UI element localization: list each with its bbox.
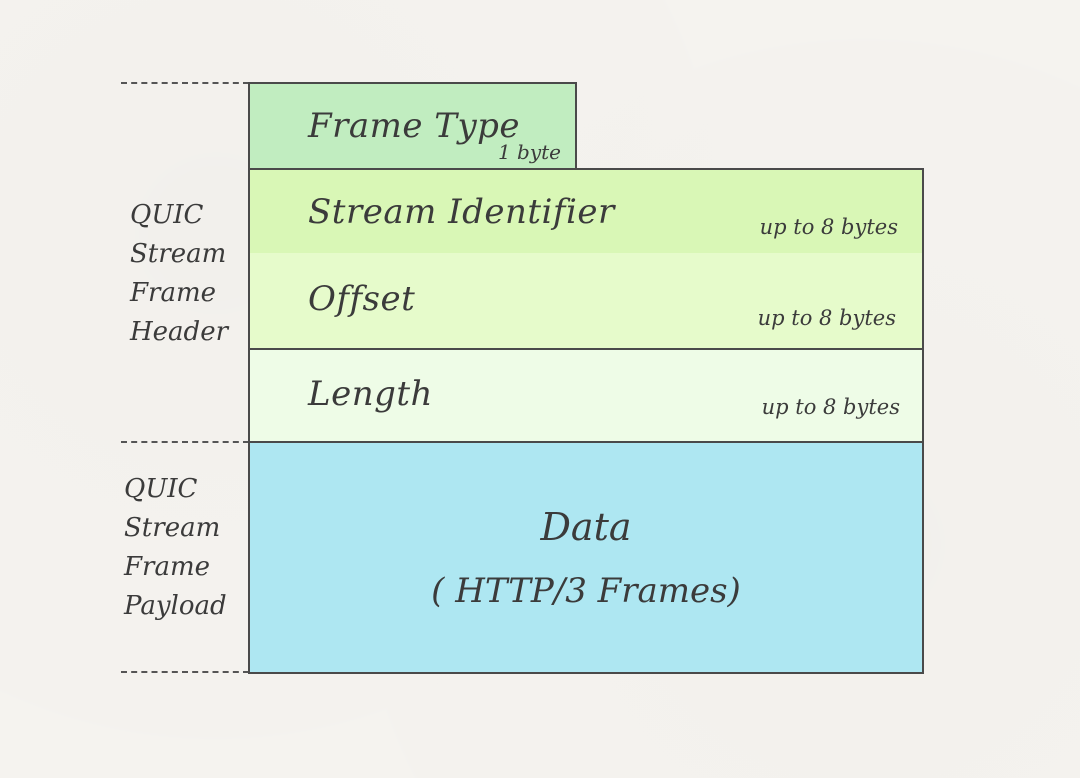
stream-identifier-name: Stream Identifier — [308, 192, 615, 232]
payload-side-label: QUIC Stream Frame Payload — [124, 470, 227, 626]
stream-identifier-size: up to 8 bytes — [759, 215, 898, 239]
header-side-label-line: QUIC — [130, 200, 204, 230]
stream-identifier-field: Stream Identifier up to 8 bytes — [248, 168, 924, 255]
header-payload-divider — [121, 441, 249, 443]
header-side-label-line: Header — [130, 317, 229, 347]
offset-name: Offset — [308, 279, 416, 319]
payload-bottom-divider — [121, 671, 249, 673]
frame-type-name: Frame Type — [308, 106, 521, 146]
stack-left-edge — [248, 82, 250, 673]
data-name: Data — [540, 505, 632, 549]
offset-size: up to 8 bytes — [757, 306, 896, 330]
header-side-label: QUIC Stream Frame Header — [130, 196, 228, 352]
frame-type-field: Frame Type 1 byte — [248, 82, 577, 170]
payload-side-label-line: Stream — [124, 513, 221, 543]
payload-side-label-line: Frame — [124, 552, 211, 582]
data-field: Data ( HTTP/3 Frames) — [248, 441, 924, 674]
offset-field: Offset up to 8 bytes — [248, 253, 924, 350]
payload-side-label-line: Payload — [124, 591, 227, 621]
header-side-label-line: Frame — [130, 278, 217, 308]
header-top-divider — [121, 82, 249, 84]
length-size: up to 8 bytes — [761, 395, 900, 419]
length-field: Length up to 8 bytes — [248, 348, 924, 443]
data-detail: ( HTTP/3 Frames) — [431, 571, 741, 611]
header-side-label-line: Stream — [130, 239, 227, 269]
frame-type-size: 1 byte — [497, 140, 561, 164]
payload-side-label-line: QUIC — [124, 474, 198, 504]
length-name: Length — [308, 374, 433, 414]
